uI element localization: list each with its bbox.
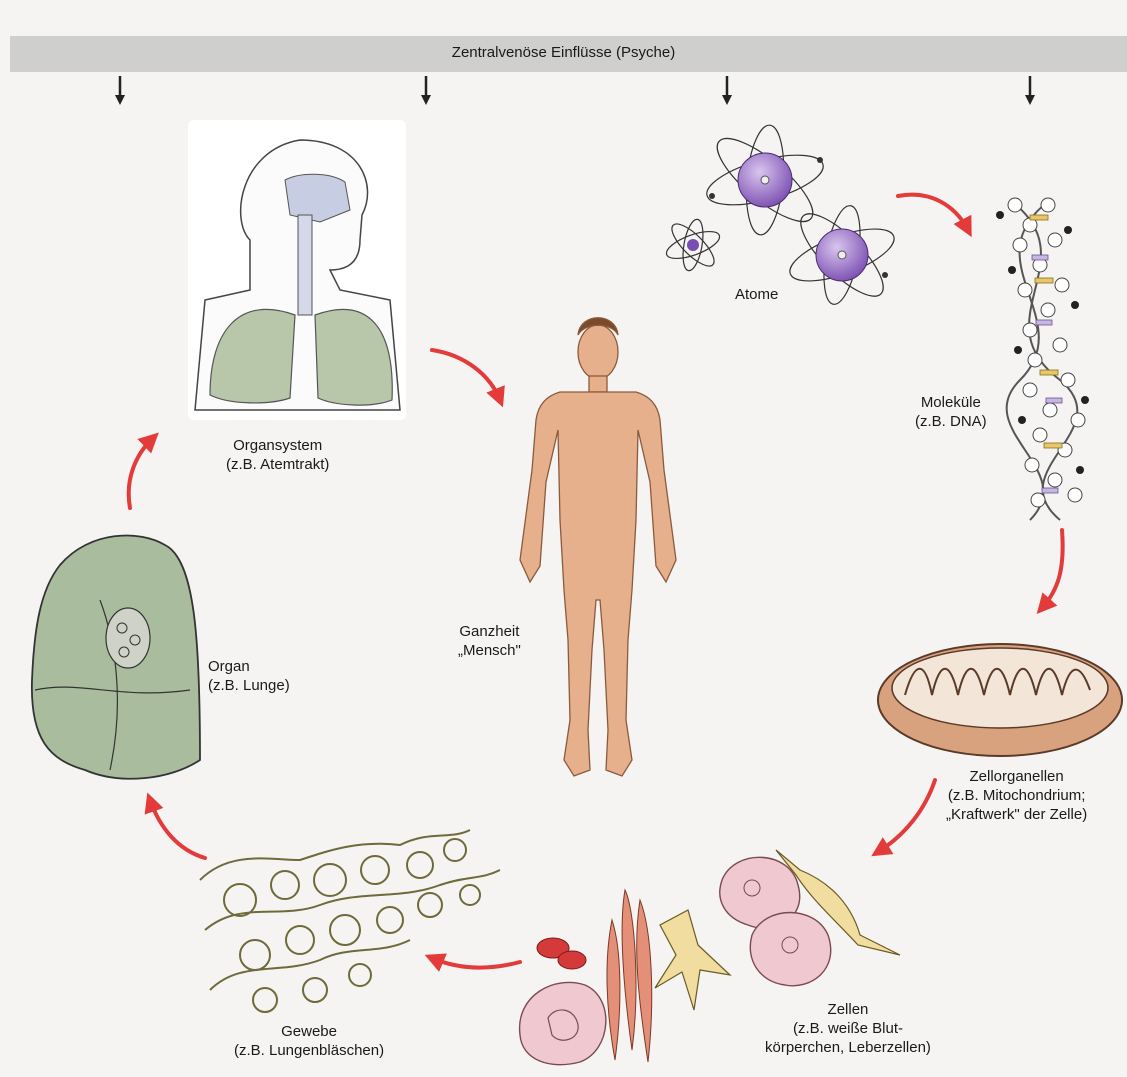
atom-illustration (663, 124, 900, 308)
lung-organ-illustration (32, 535, 200, 778)
label-molekuele: Moleküle (z.B. DNA) (915, 393, 987, 431)
tissue-illustration (200, 830, 500, 1012)
label-ganzheit-line2: „Mensch" (458, 641, 521, 660)
label-atome: Atome (735, 285, 778, 304)
label-zellorganellen-line2: (z.B. Mitochondrium; (946, 786, 1087, 805)
arrow-molekuele-to-zellorganellen (1042, 530, 1063, 608)
label-atome-text: Atome (735, 285, 778, 304)
label-molekuele-line1: Moleküle (915, 393, 987, 412)
label-gewebe: Gewebe (z.B. Lungenbläschen) (234, 1022, 384, 1060)
label-organsystem: Organsystem (z.B. Atemtrakt) (226, 436, 329, 474)
label-gewebe-line2: (z.B. Lungenbläschen) (234, 1041, 384, 1060)
label-organsystem-line2: (z.B. Atemtrakt) (226, 455, 329, 474)
label-zellen-line3: körperchen, Leberzellen) (765, 1038, 931, 1057)
label-ganzheit: Ganzheit „Mensch" (458, 622, 521, 660)
respiratory-system-illustration (188, 120, 406, 420)
label-organ-line2: (z.B. Lunge) (208, 676, 290, 695)
arrow-zellorganellen-to-zellen (878, 780, 935, 852)
label-zellen-line2: (z.B. weiße Blut- (765, 1019, 931, 1038)
label-zellen: Zellen (z.B. weiße Blut- körperchen, Leb… (765, 1000, 931, 1057)
arrow-zellen-to-gewebe (432, 958, 520, 968)
label-zellorganellen: Zellorganellen (z.B. Mitochondrium; „Kra… (946, 767, 1087, 824)
label-zellen-line1: Zellen (765, 1000, 931, 1019)
dna-illustration (996, 198, 1089, 520)
arrow-gewebe-to-organ (150, 800, 205, 858)
arrow-atome-to-molekuele (898, 195, 968, 230)
label-zellorganellen-line1: Zellorganellen (946, 767, 1087, 786)
influence-arrows (120, 76, 1030, 100)
arrow-organ-to-organsystem (129, 438, 153, 508)
label-ganzheit-line1: Ganzheit (458, 622, 521, 641)
arrow-organsystem-to-mensch (432, 350, 500, 400)
label-molekuele-line2: (z.B. DNA) (915, 412, 987, 431)
human-figure-illustration (520, 318, 676, 776)
label-organ: Organ (z.B. Lunge) (208, 657, 290, 695)
label-zellorganellen-line3: „Kraftwerk" der Zelle) (946, 805, 1087, 824)
banner-title: Zentralvenöse Einflüsse (Psyche) (0, 44, 1127, 61)
label-gewebe-line1: Gewebe (234, 1022, 384, 1041)
label-organ-line1: Organ (208, 657, 290, 676)
label-organsystem-line1: Organsystem (226, 436, 329, 455)
mitochondrion-illustration (878, 644, 1122, 756)
